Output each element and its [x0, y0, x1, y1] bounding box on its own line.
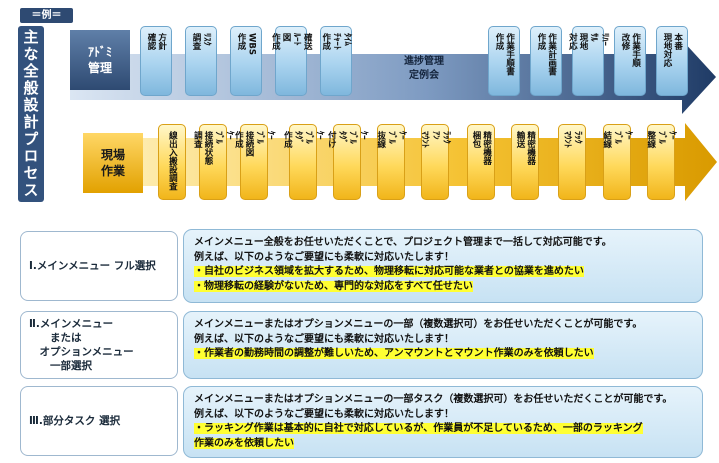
menu-3-line-3: ・ラッキング作業は基本的に自社で対応しているが、作業員が不足しているため、一部の…	[194, 423, 643, 434]
menu-1-line-2: 例えば、以下のようなご要望にも柔軟に対応いたします！	[194, 251, 454, 263]
menu-1-label-text: Ⅰ.メインメニュー フル選択	[29, 259, 156, 272]
field-row-label: 現場 作業	[83, 133, 143, 193]
menu-3-label-text: Ⅲ.部分タスク 選択	[29, 414, 121, 427]
main-process-title: 主な全般設計プロセス	[18, 26, 44, 202]
admin-tile-timechart: ﾀｲﾑ ﾁｬｰﾄ 作成	[320, 26, 352, 96]
menu-1-description: メインメニュー全般をお任せいただくことで、プロジェクト管理まで一括して対応可能で…	[183, 229, 703, 303]
field-tile-tag-create: ｹｰ ﾌﾞﾙ ﾀｸﾞ 作成	[282, 124, 324, 200]
field-tile-packing: 精密機器 梱包	[467, 124, 495, 200]
admin-tile-procedure-revise: 作業手順 改修	[614, 26, 646, 96]
menu-2-description: メインメニューまたはオプションメニューの一部（複数選択可）をお任せいただくことが…	[183, 311, 703, 379]
menu-3-description: メインメニューまたはオプションメニューの一部タスク（複数選択可）をお任せいただく…	[183, 386, 703, 458]
field-tile-cable-diagram: ｹｰ ﾌﾞﾙ 接続図 作成	[233, 124, 275, 200]
field-tile-transport: 精密機器 輸送	[511, 124, 539, 200]
field-tile-cable-tidy: ｹｰ ﾌﾞﾙ 整線	[646, 124, 677, 200]
admin-tile-procedure-doc: 作業手順書 作成	[488, 26, 520, 96]
menu-2-label: Ⅱ.メインメニュー または オプションメニュー 一部選択	[20, 311, 178, 379]
admin-tile-route-map: 確送 ﾙｰﾄ 図 作成	[270, 26, 312, 96]
menu-1-line-3: ・自社のビジネス領域を拡大するため、物理移転に対応可能な業者との協業を進めたい	[194, 266, 584, 277]
field-tile-unmount: ﾗｯｸ ｱﾝ ﾏｳﾝﾄ	[420, 124, 451, 200]
field-tile-tag-attach: ｹｰ ﾌﾞﾙ ﾀｸﾞ 付け	[326, 124, 368, 200]
admin-tile-rehearsal: ﾘﾊｰ ｻﾙ 現地 対応	[567, 26, 609, 96]
menu-1-line-1: メインメニュー全般をお任せいただくことで、プロジェクト管理まで一括して対応可能で…	[194, 237, 612, 248]
field-tile-mount: ﾗｯｸ ﾏｳﾝﾄ	[558, 124, 586, 200]
admin-tile-production-onsite: 本番 現地対応	[656, 26, 688, 96]
menu-3-line-2: 例えば、以下のようなご要望にも柔軟に対応いたします！	[194, 408, 454, 420]
menu-3-label: Ⅲ.部分タスク 選択	[20, 386, 178, 456]
admin-row-label: ｱﾄﾞﾐ 管理	[70, 30, 130, 90]
menu-1-label: Ⅰ.メインメニュー フル選択	[20, 231, 178, 301]
admin-tile-policy-check: 方針 確認	[140, 26, 172, 96]
field-tile-line-survey: 線出入搬設調査	[158, 124, 186, 200]
admin-tile-risk-survey: ﾘｽｸ 調査	[185, 26, 217, 96]
menu-2-line-3: ・作業者の勤務時間の調整が難しいため、アンマウントとマウント作業のみを依頼したい	[194, 348, 594, 359]
menu-3-line-4: 作業のみを依頼したい	[194, 437, 294, 449]
admin-tile-plan-doc: 作業計画書 作成	[530, 26, 562, 96]
field-tile-cable-remove: ｹｰ ﾌﾞﾙ 抜線	[376, 124, 407, 200]
example-tag: ＝例＝	[20, 8, 73, 23]
field-tile-cable-connect: ｹｰ ﾌﾞﾙ 結線	[602, 124, 633, 200]
menu-2-line-1: メインメニューまたはオプションメニューの一部（複数選択可）をお任せいただくことが…	[194, 319, 643, 330]
field-tile-cable-status: ｹｰ ﾌﾞﾙ 接続状態 調査	[192, 124, 234, 200]
progress-meeting-label: 進捗管理 定例会	[404, 56, 444, 81]
admin-tile-wbs: WBS 作成	[230, 26, 262, 96]
menu-2-label-text: Ⅱ.メインメニュー または オプションメニュー 一部選択	[29, 317, 134, 373]
menu-2-line-2: 例えば、以下のようなご要望にも柔軟に対応いたします！	[194, 333, 454, 345]
menu-3-line-1: メインメニューまたはオプションメニューの一部タスク（複数選択可）をお任せいただく…	[194, 394, 673, 405]
menu-1-line-4: ・物理移転の経験がないため、専門的な対応をすべて任せたい	[194, 280, 473, 292]
